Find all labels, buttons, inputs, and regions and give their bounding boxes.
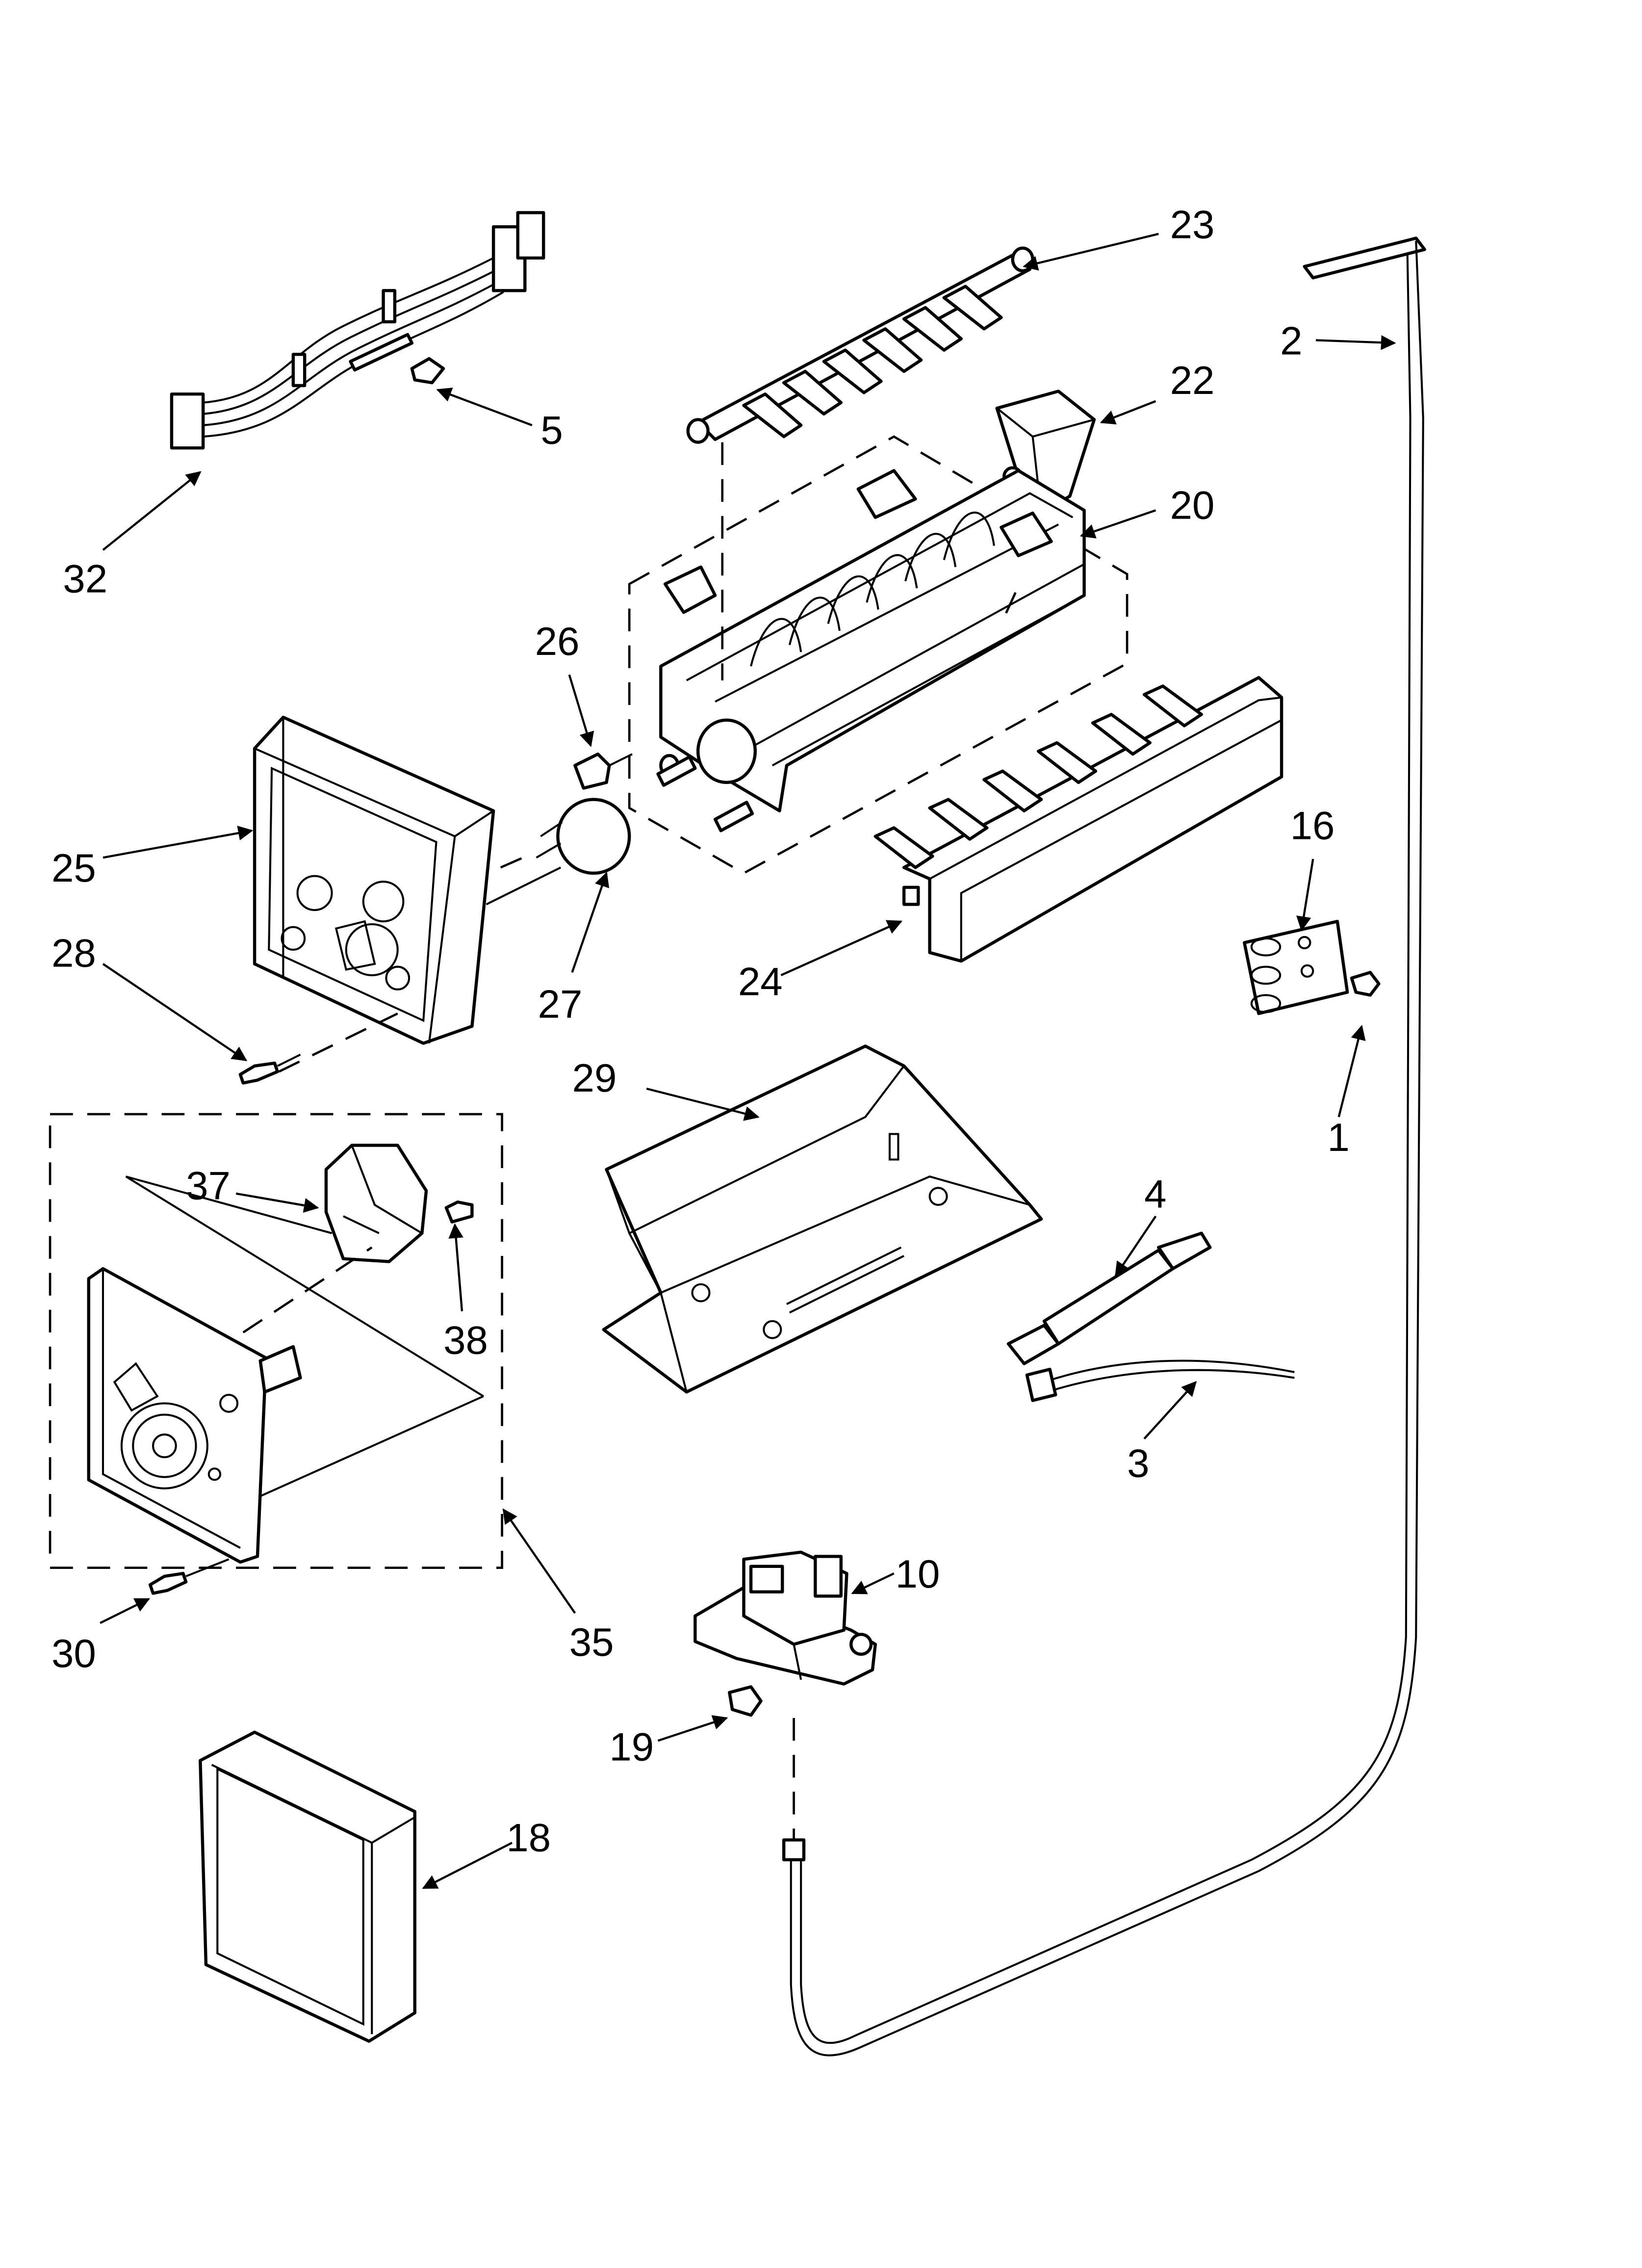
tube-bracket — [1243, 919, 1349, 1016]
mold-dashed-boundary — [628, 435, 1129, 875]
callout-24: 24 — [738, 960, 783, 1004]
motor-assembly — [87, 1175, 484, 1564]
screw-30 — [149, 1558, 230, 1595]
callout-20: 20 — [1170, 483, 1215, 528]
screw-19 — [728, 1685, 763, 1717]
callout-29: 29 — [572, 1056, 617, 1100]
callout-16: 16 — [1290, 804, 1335, 848]
connector-shield — [500, 855, 527, 869]
thermostat — [486, 798, 631, 906]
connector-mold — [1000, 592, 1017, 625]
callout-30: 30 — [51, 1631, 96, 1676]
callout-22: 22 — [1170, 359, 1215, 403]
callout-10: 10 — [896, 1552, 940, 1596]
ejector-blades — [686, 246, 1034, 444]
tube-3 — [1025, 1359, 1295, 1402]
assembly-35-outline — [49, 1113, 503, 1569]
callout-37: 37 — [186, 1164, 231, 1208]
leader-lines — [100, 233, 1396, 1889]
connector-motor — [242, 1246, 373, 1333]
callout-19: 19 — [609, 1725, 654, 1770]
thermostat-clip — [573, 752, 633, 790]
motor-37 — [324, 1144, 428, 1263]
screw-28 — [238, 1053, 301, 1085]
callout-5: 5 — [540, 408, 563, 453]
screw-1 — [1350, 970, 1381, 997]
control-housing — [253, 715, 495, 1045]
callout-4: 4 — [1144, 1172, 1166, 1217]
callout-2: 2 — [1280, 319, 1302, 364]
screw-38 — [444, 1200, 474, 1224]
water-valve — [693, 1550, 877, 1686]
fill-tube — [782, 236, 1426, 2057]
wire-harness — [170, 211, 545, 450]
callout-38: 38 — [443, 1318, 488, 1363]
ice-mold — [656, 469, 1086, 833]
harness-clip — [410, 357, 445, 385]
callout-1: 1 — [1327, 1116, 1349, 1160]
water-valve-fitting — [1006, 1231, 1212, 1365]
callout-18: 18 — [506, 1816, 551, 1860]
callout-35: 35 — [569, 1620, 614, 1665]
callout-32: 32 — [63, 557, 107, 601]
mold-heater — [873, 676, 1283, 963]
housing-cover — [199, 1730, 416, 2043]
callout-26: 26 — [535, 619, 580, 664]
mold-shield — [602, 1044, 1043, 1394]
connector-screw28 — [278, 1012, 398, 1073]
callout-28: 28 — [51, 931, 96, 976]
callout-25: 25 — [51, 846, 96, 891]
callout-23: 23 — [1170, 203, 1215, 247]
callout-27: 27 — [538, 982, 583, 1027]
callout-3: 3 — [1127, 1441, 1149, 1486]
